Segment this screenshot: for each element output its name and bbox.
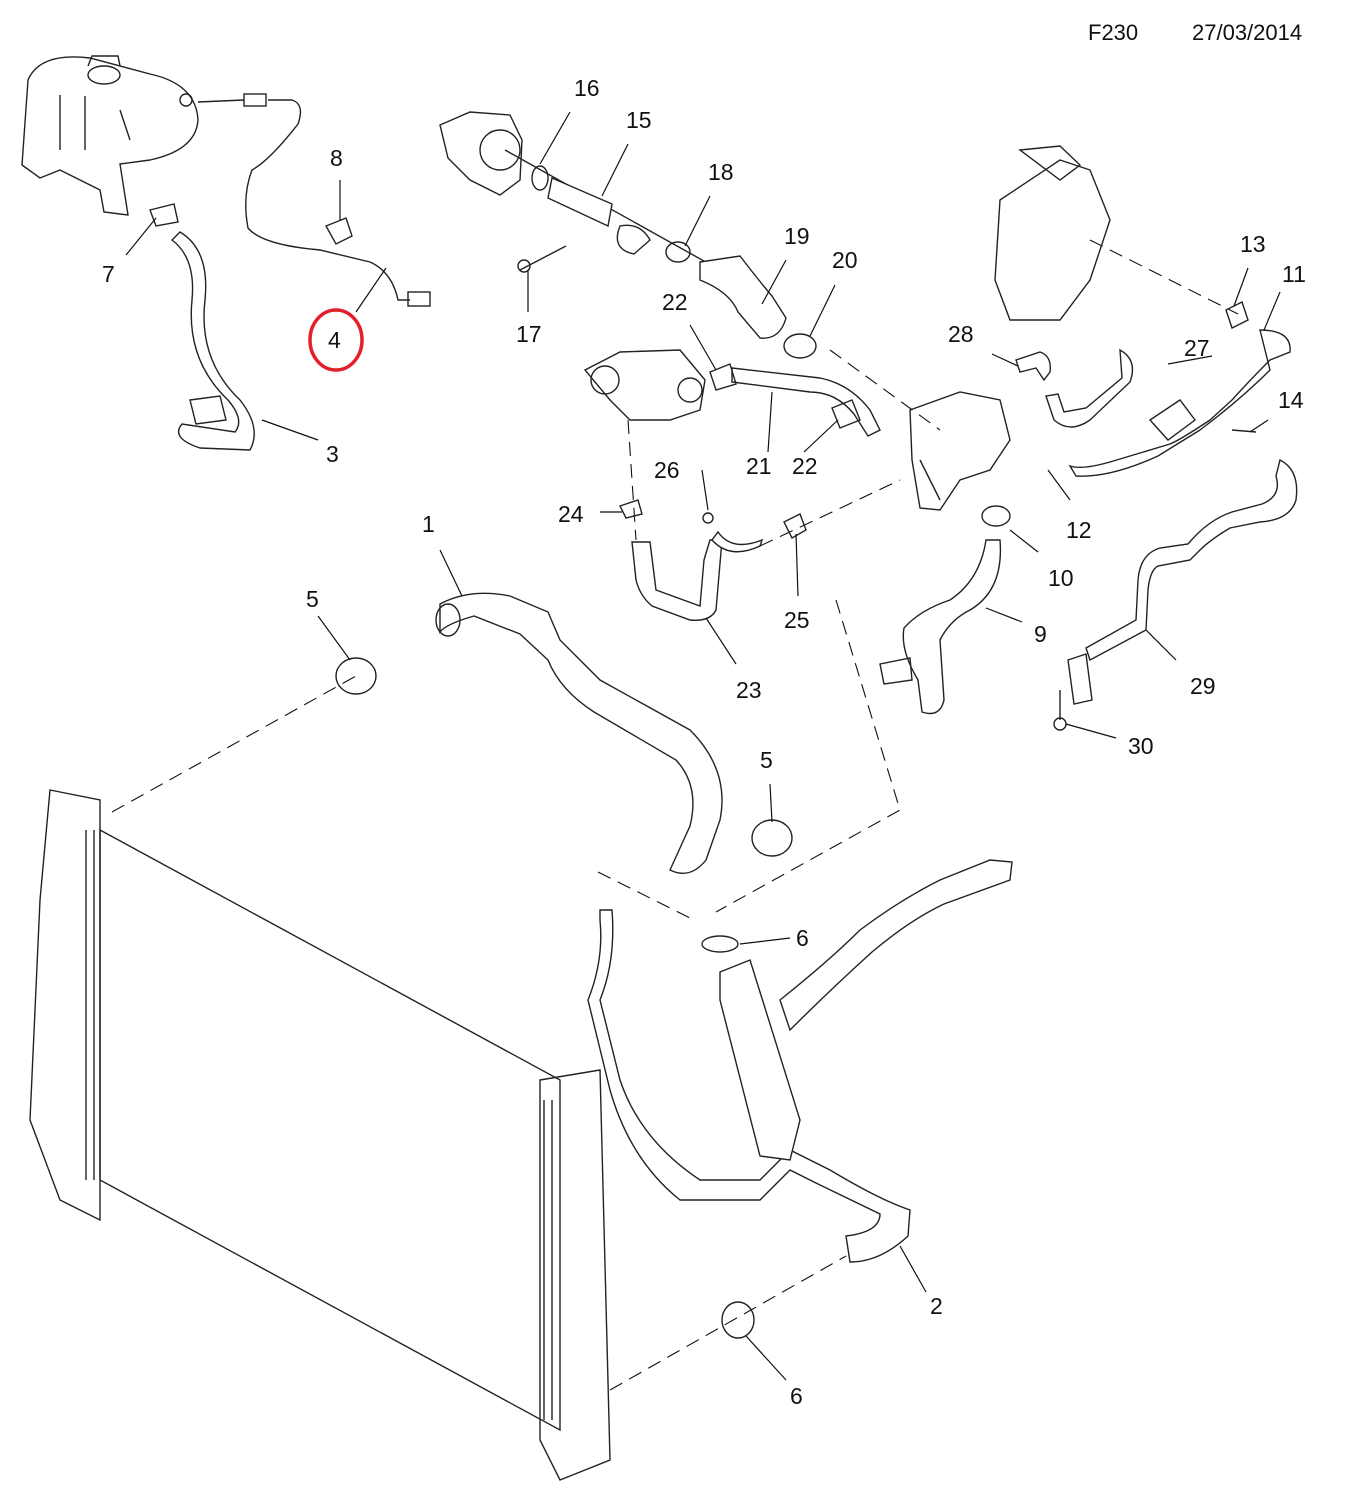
hose-3 (170, 231, 255, 451)
hose-23-branch (711, 530, 764, 553)
hose-27 (1045, 348, 1134, 428)
clamp-22-upper (709, 363, 737, 391)
clip-25 (783, 513, 807, 539)
callout-17: 17 (516, 321, 542, 347)
callout-6-lower: 6 (790, 1383, 803, 1409)
axis-line (504, 149, 721, 271)
bolt-14 (1231, 429, 1257, 433)
callout-28: 28 (948, 321, 974, 347)
connector-29 (1067, 653, 1093, 705)
water-pump-housing (439, 111, 523, 196)
radiator (29, 789, 611, 1481)
hose-11 (1068, 329, 1291, 477)
callout-10: 10 (1048, 565, 1074, 591)
callout-3: 3 (326, 441, 339, 467)
connector-28 (1015, 351, 1051, 382)
clip-13 (1225, 301, 1249, 329)
callout-22-lower: 22 (792, 453, 818, 479)
thermostat-housing (909, 391, 1011, 511)
hose-21 (731, 367, 881, 437)
callout-26: 26 (654, 457, 680, 483)
callout-7: 7 (102, 261, 115, 287)
distribution-block (719, 959, 801, 1161)
callout-9: 9 (1034, 621, 1047, 647)
callout-2: 2 (930, 1293, 943, 1319)
bolt-17 (519, 245, 567, 271)
sensor-wire-4 (197, 99, 410, 301)
callout-5-upper: 5 (306, 586, 319, 612)
clamp-18 (665, 241, 691, 263)
clamp-5-lower (751, 819, 793, 857)
callout-5-lower: 5 (760, 747, 773, 773)
clamp-7 (149, 203, 179, 227)
cap-26 (702, 512, 714, 524)
callout-8: 8 (330, 145, 343, 171)
hose-2 (587, 909, 911, 1263)
hose-3-clamp (189, 395, 227, 425)
callout-6-upper: 6 (796, 925, 809, 951)
egr-cooler (994, 145, 1111, 321)
callout-30: 30 (1128, 733, 1154, 759)
hose-29 (1085, 458, 1298, 662)
expansion-tank (21, 55, 199, 216)
bracket-14 (1148, 399, 1196, 441)
callout-19: 19 (784, 223, 810, 249)
callout-14: 14 (1278, 387, 1304, 413)
callout-12: 12 (1066, 517, 1092, 543)
callout-15: 15 (626, 107, 652, 133)
callout-18: 18 (708, 159, 734, 185)
clamp-20 (783, 333, 817, 359)
o-ring-16 (531, 165, 549, 191)
callout-4: 4 (328, 327, 341, 353)
clamp-10 (981, 505, 1011, 527)
callout-29: 29 (1190, 673, 1216, 699)
hose-23 (631, 539, 723, 621)
valve-body (583, 349, 706, 421)
callout-1: 1 (422, 511, 435, 537)
leader-lines (125, 111, 1281, 1381)
callout-20: 20 (832, 247, 858, 273)
clamp-6-lower (721, 1301, 755, 1339)
callout-13: 13 (1240, 231, 1266, 257)
callout-24: 24 (558, 501, 584, 527)
callout-22-upper: 22 (662, 289, 688, 315)
clip-8 (325, 217, 353, 245)
callout-25: 25 (784, 607, 810, 633)
diagram-date: 27/03/2014 (1192, 20, 1303, 45)
hose-19 (699, 255, 787, 339)
callout-27: 27 (1184, 335, 1210, 361)
clip-24 (619, 499, 643, 519)
hose-9-clamp (879, 657, 913, 685)
clamp-6-upper (701, 935, 739, 953)
pipe-15 (547, 177, 613, 228)
callout-16: 16 (574, 75, 600, 101)
hose-1 (439, 592, 723, 874)
callout-21: 21 (746, 453, 772, 479)
callout-23: 23 (736, 677, 762, 703)
callout-labels: 1 2 3 4 5 5 6 6 7 8 9 10 11 12 13 14 15 … (102, 75, 1306, 1409)
hose-2-upper-branch (779, 859, 1013, 1032)
hose-9 (902, 539, 1002, 715)
callout-11: 11 (1282, 261, 1306, 287)
diagram-code: F230 (1088, 20, 1139, 45)
highlight-circle (308, 308, 364, 372)
clamp-5-upper (335, 657, 377, 695)
spring-15 (616, 224, 651, 255)
